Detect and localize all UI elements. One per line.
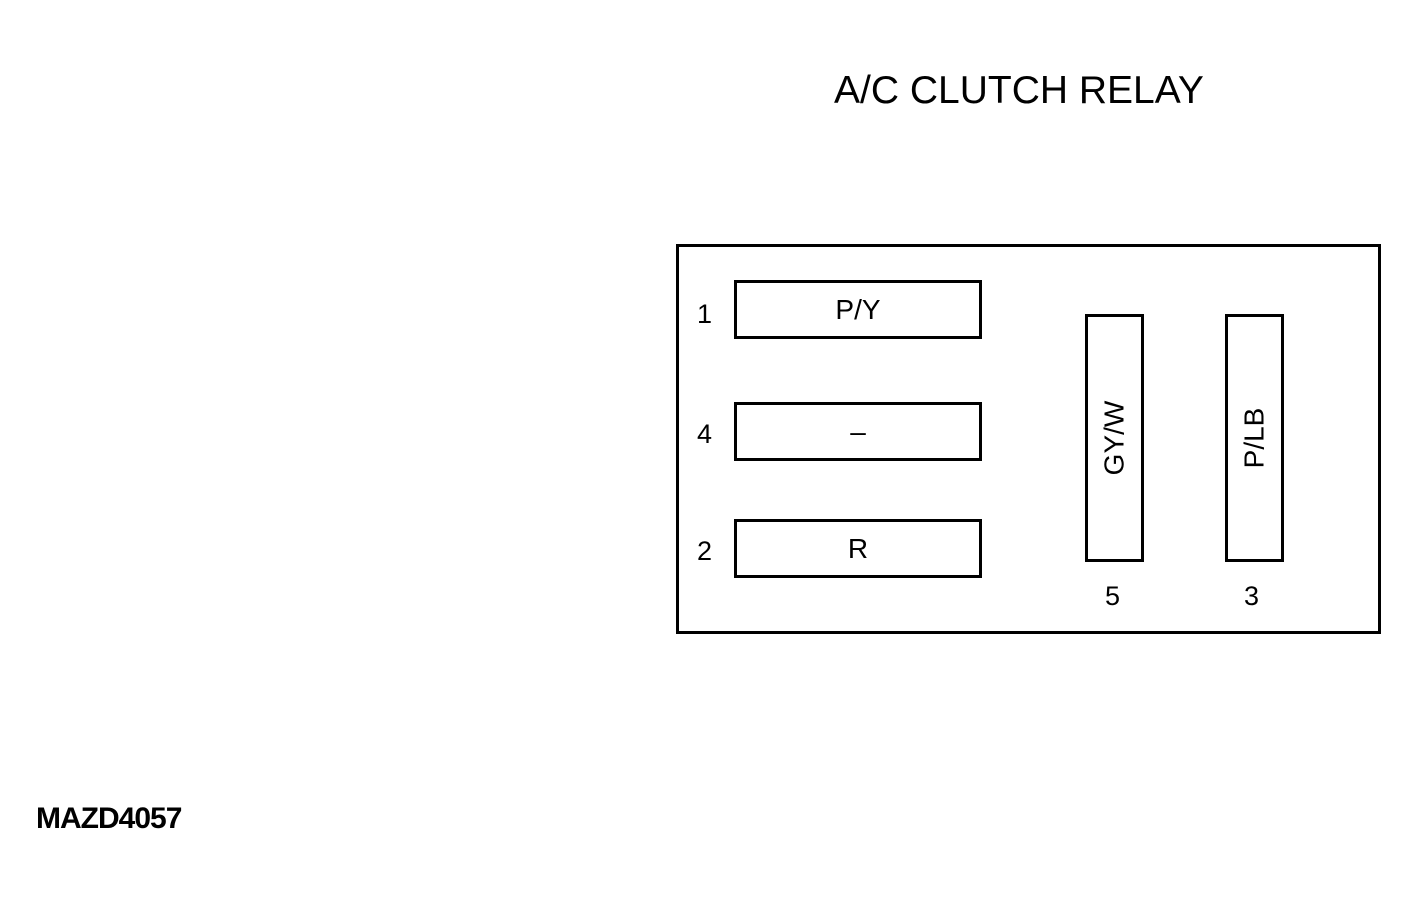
terminal-5: GY/W [1085, 314, 1144, 562]
reference-code: MAZD4057 [36, 802, 182, 835]
terminal-2-wire-label: R [847, 532, 869, 564]
pin-number-1: 1 [697, 299, 713, 329]
pin-number-2: 2 [697, 536, 713, 566]
terminal-4: – [734, 402, 982, 461]
terminal-4-wire-label: – [850, 415, 866, 447]
page-title: A/C CLUTCH RELAY [834, 69, 1204, 112]
terminal-2: R [734, 519, 982, 578]
terminal-5-wire-label: GY/W [1098, 400, 1130, 476]
terminal-1-wire-label: P/Y [835, 293, 881, 325]
pin-number-4: 4 [697, 419, 713, 449]
relay-connector-outline [676, 244, 1381, 634]
pin-number-5: 5 [1105, 581, 1121, 611]
terminal-1: P/Y [734, 280, 982, 339]
terminal-3: P/LB [1225, 314, 1284, 562]
pin-number-3: 3 [1244, 581, 1260, 611]
terminal-3-wire-label: P/LB [1238, 407, 1270, 469]
